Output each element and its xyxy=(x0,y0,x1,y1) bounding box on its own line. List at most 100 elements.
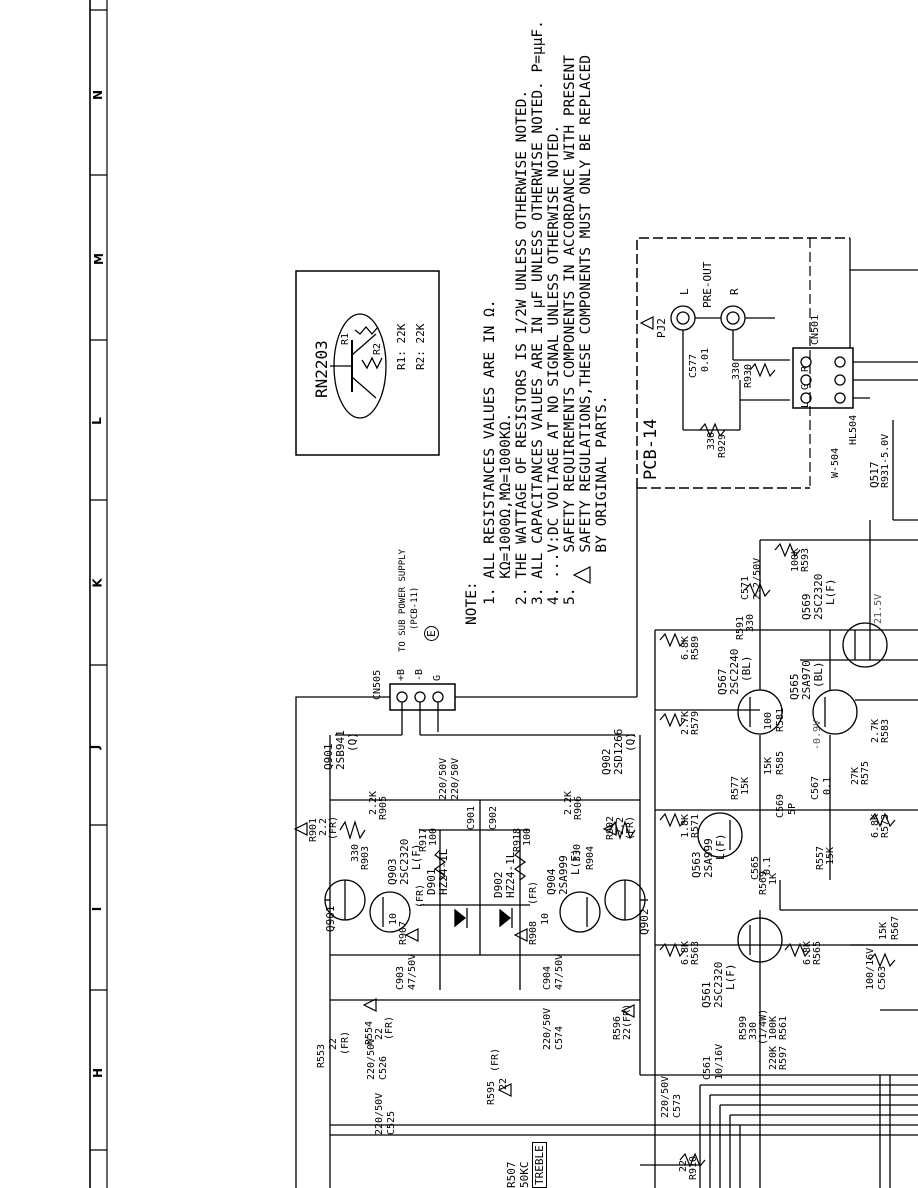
w504-label: W-504 xyxy=(830,447,841,478)
r553-value: 22 xyxy=(328,1037,339,1050)
r507-value: 50KC xyxy=(518,1161,531,1188)
inset-pin-r1: R1 xyxy=(340,332,351,345)
note-line-2: 2. THE WATTAGE OF RESISTORS IS 1/2W UNLE… xyxy=(514,89,530,605)
c574-value: 220/50V xyxy=(542,1007,553,1050)
c525-value: 220/50V xyxy=(374,1092,385,1135)
note-line-5b: SAFETY REGULATIONS,THESE COMPONENTS MUST… xyxy=(578,55,594,605)
voltage-1: -21.5V xyxy=(873,593,884,630)
r553-label: R553 xyxy=(316,1043,327,1068)
c903-value: 47/50V xyxy=(407,953,418,990)
cn505-pin-minus: -B xyxy=(414,668,425,681)
c904-value: 47/50V xyxy=(554,953,565,990)
r906-label: R906 xyxy=(573,795,584,820)
c574-label: C574 xyxy=(554,1025,565,1050)
cn505-pin-plus: +B xyxy=(396,668,407,681)
q561-grade: L(F) xyxy=(724,963,737,991)
grid-label-j: J xyxy=(88,744,103,750)
grid-label-m: M xyxy=(91,253,106,265)
q565-grade: (BL) xyxy=(812,661,825,689)
r904-value: 330 xyxy=(572,843,583,862)
c901-value: 220/50V xyxy=(438,757,449,800)
q902-id-2: Q902 xyxy=(638,908,651,936)
r585-label: R585 xyxy=(775,750,786,775)
q563-grade: L(F) xyxy=(714,833,727,861)
cn501-pin-l: L xyxy=(800,401,811,408)
r593-value: 100K xyxy=(790,547,801,572)
r918-value: 100 xyxy=(522,827,533,846)
c901-label: C901 xyxy=(466,805,477,830)
r907-fr: (FR) xyxy=(415,883,426,908)
r597-label: R597 xyxy=(778,1045,789,1070)
r585-value: 15K xyxy=(763,756,774,775)
connector-e-badge: E xyxy=(424,626,439,641)
q569-grade: L(F) xyxy=(824,578,837,606)
c573-label: C573 xyxy=(672,1093,683,1118)
q901-id-2: Q901 xyxy=(324,905,337,933)
r931-label: R931-5.0V xyxy=(880,433,891,488)
r902-fr: (FR) xyxy=(625,815,636,840)
inset-r1-value: R1: 22K xyxy=(395,323,408,370)
c577-value: 0.01 xyxy=(700,347,711,372)
r583-value: 2.7K xyxy=(870,718,881,743)
r565-label: R565 xyxy=(812,940,823,965)
note-line-1: 1. ALL RESISTANCES VALUES ARE IN Ω. xyxy=(482,299,498,605)
pre-out-label: PRE-OUT xyxy=(701,261,714,308)
r581-label: R581 xyxy=(775,707,786,732)
cn505-pin-g: G xyxy=(432,674,443,681)
q902-grade: (Q) xyxy=(624,732,637,752)
r903-label: R903 xyxy=(360,845,371,870)
note-line-3: 3. ALL CAPACITANCES VALUES ARE IN μF UNL… xyxy=(530,20,546,605)
voltage-3: -0.9V xyxy=(812,719,823,750)
grid-label-h: H xyxy=(91,1067,106,1079)
r557-value: 15K xyxy=(825,846,836,865)
r553-fr: (FR) xyxy=(340,1030,351,1055)
c526-value: 220/50V xyxy=(366,1037,377,1080)
c567-label: C567 xyxy=(810,775,821,800)
r910-label: R910 xyxy=(688,1155,699,1180)
c573-value: 220/50V xyxy=(660,1075,671,1118)
inset-r2-value: R2: 22K xyxy=(414,323,427,370)
c561-label: C561 xyxy=(702,1055,713,1080)
r904-label: R904 xyxy=(585,845,596,870)
r905-label: R905 xyxy=(378,795,389,820)
r561-label: R561 xyxy=(778,1015,789,1040)
r930-value: 330 xyxy=(731,361,742,380)
r595-fr: (FR) xyxy=(490,1047,501,1072)
r581-value: 100 xyxy=(763,711,774,730)
c569-label: C569 xyxy=(775,793,786,818)
r583-label: R583 xyxy=(880,718,891,743)
pj2-r-label: R xyxy=(728,288,741,295)
r917-value: 100 xyxy=(428,827,439,846)
r565-value: 6.8K xyxy=(802,940,813,965)
r573-label: R573 xyxy=(880,813,891,838)
c525-label: C525 xyxy=(386,1110,397,1135)
r907-value: 10 xyxy=(388,912,399,925)
r573-value: 6.8K xyxy=(870,813,881,838)
r908-fr: (FR) xyxy=(528,880,539,905)
cn501-pin-r: R xyxy=(800,365,811,372)
r907-label: R907 xyxy=(398,920,409,945)
c565-value: 0.1 xyxy=(762,856,773,875)
q901-grade: (Q) xyxy=(346,732,359,752)
r575-value: 27K xyxy=(850,766,861,785)
r571-label: R571 xyxy=(690,813,701,838)
r589-label: R589 xyxy=(690,635,701,660)
treble-label: TREBLE xyxy=(532,1142,547,1188)
r567-value: 15K xyxy=(878,921,889,940)
r901-fr: (FR) xyxy=(328,815,339,840)
r929-label: R929 xyxy=(717,433,728,458)
c571-label: C571 xyxy=(740,575,751,600)
grid-label-k: K xyxy=(90,578,105,588)
to-sub-power-pcb: (PCB-11) xyxy=(410,586,420,630)
c561-value: 10/16V xyxy=(714,1043,725,1080)
r571-value: 1.8K xyxy=(680,813,691,838)
inset-title: RN2203 xyxy=(312,340,331,398)
r563-value: 6.8K xyxy=(680,940,691,965)
hl504-label: HL504 xyxy=(848,414,859,445)
pcb14-label: PCB-14 xyxy=(641,418,661,480)
inset-pin-r2: R2 xyxy=(372,342,383,355)
r563-label: R563 xyxy=(690,940,701,965)
note-line-5c: BY ORIGINAL PARTS. xyxy=(594,395,610,605)
cn505-label: CN505 xyxy=(372,669,383,700)
